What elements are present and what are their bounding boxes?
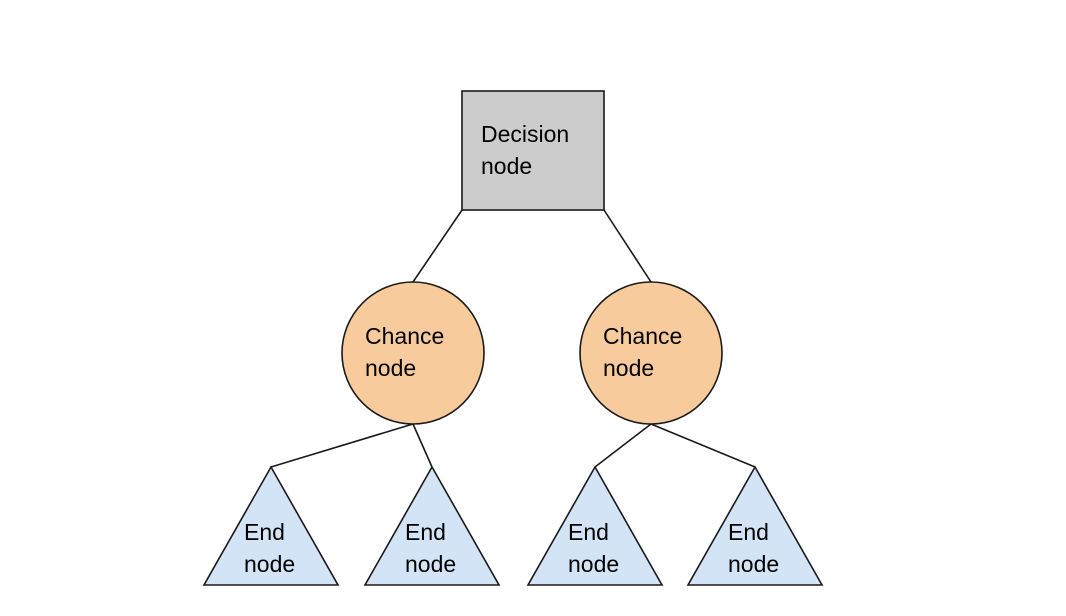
end-node-1-label-line2: node (244, 551, 295, 577)
chance-node-left-label-line1: Chance (365, 323, 444, 349)
end-node-2-triangle[interactable] (363, 465, 501, 586)
end-node-3-label-line2: node (568, 551, 619, 577)
edge-decision-to-chance-right (603, 209, 652, 283)
end-node-3-triangle[interactable] (526, 465, 664, 586)
chance-node-right-label-line1: Chance (603, 323, 682, 349)
edge-group (270, 209, 756, 468)
end-node-1-triangle[interactable] (202, 465, 340, 586)
end-node-2-label-line2: node (405, 551, 456, 577)
edge-decision-to-chance-left (412, 209, 463, 283)
end-node-4[interactable]: End node (686, 465, 824, 586)
edge-chance-right-to-end-4 (650, 423, 756, 468)
chance-node-right-circle[interactable] (579, 281, 723, 425)
chance-node-right[interactable]: Chance node (579, 281, 723, 425)
decision-node-label-line1: Decision (481, 121, 569, 147)
decision-node-rect[interactable] (461, 90, 605, 211)
end-node-4-triangle[interactable] (686, 465, 824, 586)
end-node-3-label-line1: End (568, 519, 609, 545)
end-node-4-label-line2: node (728, 551, 779, 577)
decision-node-label-line2: node (481, 153, 532, 179)
end-node-1[interactable]: End node (202, 465, 340, 586)
chance-node-left-circle[interactable] (341, 281, 485, 425)
chance-node-left-label-line2: node (365, 355, 416, 381)
edge-chance-left-to-end-1 (270, 423, 414, 468)
edge-chance-left-to-end-2 (412, 423, 433, 468)
end-node-2-label-line1: End (405, 519, 446, 545)
chance-node-right-label-line2: node (603, 355, 654, 381)
end-node-2[interactable]: End node (363, 465, 501, 586)
chance-node-left[interactable]: Chance node (341, 281, 485, 425)
end-node-1-label-line1: End (244, 519, 285, 545)
decision-node[interactable]: Decision node (461, 90, 605, 211)
end-node-4-label-line1: End (728, 519, 769, 545)
end-node-3[interactable]: End node (526, 465, 664, 586)
edge-chance-right-to-end-3 (594, 423, 652, 468)
